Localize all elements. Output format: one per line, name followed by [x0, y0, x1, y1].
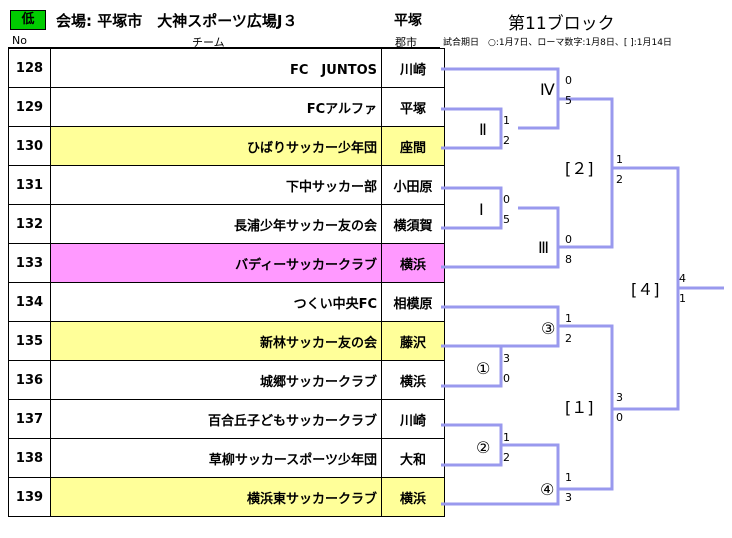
match-label: [１]: [565, 398, 594, 417]
level-badge: 低: [10, 10, 46, 30]
team-number: 131: [8, 165, 51, 205]
team-name: バディーサッカークラブ: [50, 243, 382, 283]
team-name: 百合丘子どもサッカークラブ: [50, 399, 382, 439]
team-city: 藤沢: [381, 321, 445, 361]
team-number: 134: [8, 282, 51, 322]
match-score-top: 4: [679, 272, 686, 285]
team-number: 129: [8, 87, 51, 127]
team-number: 128: [8, 48, 51, 88]
team-city: 川崎: [381, 48, 445, 88]
match-score-top: 3: [616, 391, 623, 404]
match-score-bottom: 2: [503, 134, 510, 147]
team-number: 135: [8, 321, 51, 361]
match-label: Ⅲ: [538, 238, 549, 257]
team-city: 横浜: [381, 243, 445, 283]
match-score-top: 3: [503, 352, 510, 365]
team-name: 草柳サッカースポーツ少年団: [50, 438, 382, 478]
match-score-bottom: 8: [565, 253, 572, 266]
block-title: 第11ブロック: [508, 14, 615, 34]
match-score-bottom: 2: [616, 173, 623, 186]
team-number: 130: [8, 126, 51, 166]
team-name: 長浦少年サッカー友の会: [50, 204, 382, 244]
team-city: 横浜: [381, 477, 445, 517]
team-number: 132: [8, 204, 51, 244]
team-city: 大和: [381, 438, 445, 478]
match-score-top: 1: [565, 471, 572, 484]
match-score-top: 0: [565, 74, 572, 87]
match-score-top: 0: [565, 233, 572, 246]
header-divider: [8, 47, 440, 48]
match-score-top: 0: [503, 193, 510, 206]
match-label: Ⅱ: [479, 120, 487, 139]
match-label: ④: [540, 480, 554, 499]
match-score-top: 1: [503, 431, 510, 444]
match-score-bottom: 5: [503, 213, 510, 226]
match-label: Ⅳ: [540, 80, 555, 99]
match-score-top: 1: [503, 114, 510, 127]
team-city: 小田原: [381, 165, 445, 205]
team-name: 横浜東サッカークラブ: [50, 477, 382, 517]
match-score-bottom: 2: [503, 451, 510, 464]
match-score-bottom: 5: [565, 94, 572, 107]
match-label: Ⅰ: [479, 200, 484, 219]
col-team-header: チーム: [192, 36, 225, 49]
match-label: ①: [476, 359, 490, 378]
col-city-header: 郡市: [395, 36, 417, 49]
match-score-top: 1: [565, 312, 572, 325]
team-city: 川崎: [381, 399, 445, 439]
team-city: 平塚: [381, 87, 445, 127]
match-label: ③: [541, 319, 555, 338]
match-score-bottom: 0: [503, 372, 510, 385]
match-score-bottom: 0: [616, 411, 623, 424]
match-score-top: 1: [616, 153, 623, 166]
match-score-bottom: 1: [679, 292, 686, 305]
team-name: FC JUNTOS: [50, 48, 382, 88]
team-city: 相模原: [381, 282, 445, 322]
match-score-bottom: 3: [565, 491, 572, 504]
col-no-header: No: [12, 34, 27, 47]
team-number: 139: [8, 477, 51, 517]
host-city: 平塚: [394, 13, 422, 29]
venue-title: 会場: 平塚市 大神スポーツ広場J３: [56, 12, 298, 30]
schedule-note: 試合期日 ○:1月7日、ローマ数字:1月8日、[ ]:1月14日: [443, 38, 672, 48]
match-label: ②: [476, 438, 490, 457]
match-score-bottom: 2: [565, 332, 572, 345]
team-city: 横須賀: [381, 204, 445, 244]
team-name: 下中サッカー部: [50, 165, 382, 205]
team-name: FCアルファ: [50, 87, 382, 127]
team-name: ひばりサッカー少年団: [50, 126, 382, 166]
match-label: [４]: [631, 280, 660, 299]
match-label: [２]: [565, 159, 594, 178]
